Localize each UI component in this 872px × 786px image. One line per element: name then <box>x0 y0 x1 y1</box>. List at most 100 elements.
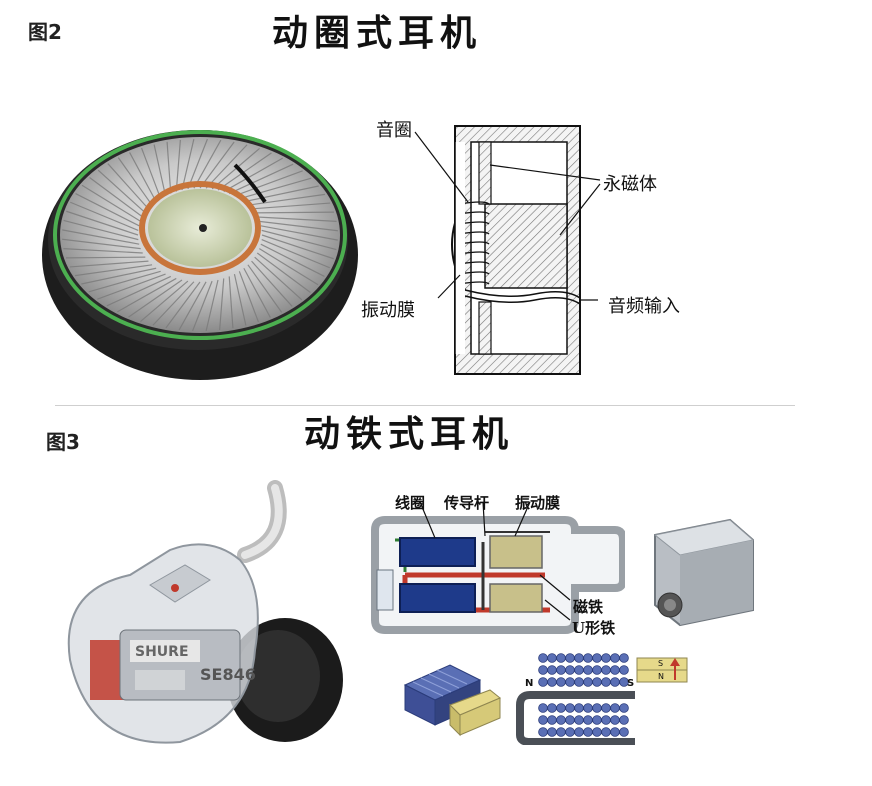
diaphragm-rib <box>251 202 331 210</box>
diaphragm-rib <box>243 185 319 203</box>
diaphragm-rib <box>243 267 271 318</box>
coil-winding-bead <box>574 703 584 713</box>
diaphragm-rib <box>166 141 172 194</box>
diaphragm-rib <box>141 147 162 199</box>
diaphragm-rib <box>259 220 338 232</box>
coil-winding-bead <box>592 677 602 687</box>
diaphragm-rib <box>261 239 330 269</box>
diaphragm-rib <box>152 281 195 326</box>
diaphragm-rib <box>69 260 149 268</box>
balanced-armature-earphone-photo: SHURE SE846 <box>67 480 343 744</box>
coil-winding-bead <box>574 677 584 687</box>
coil-winding-bead <box>601 703 611 713</box>
coil-winding-bead <box>610 665 620 675</box>
coil-winding-bead <box>574 653 584 663</box>
diaphragm-rib <box>62 229 140 245</box>
diaphragm-rib <box>247 264 283 313</box>
diaphragm-rib <box>228 163 294 195</box>
coil-winding-bead <box>592 727 602 737</box>
diaphragm-rib <box>233 273 247 326</box>
coil-winding-bead <box>547 715 557 725</box>
diaphragm-rib <box>257 216 337 222</box>
diaphragm-rib <box>256 252 311 294</box>
coil-winding-bead <box>556 703 566 713</box>
diaphragm-rib <box>128 279 183 318</box>
section-divider <box>55 405 795 406</box>
coil-winding-bead <box>565 715 575 725</box>
coil-winding-bead <box>574 727 584 737</box>
diaphragm-rib <box>140 280 189 323</box>
coil-winding-bead <box>610 727 620 737</box>
coil-winding-bead <box>565 727 575 737</box>
diaphragm-rib <box>181 138 195 191</box>
coil-winding-bead <box>592 653 602 663</box>
magnetic-circuit-schematic: N S S N <box>516 653 688 745</box>
diaphragm-rib <box>175 139 181 192</box>
diaphragm-rib <box>81 267 157 285</box>
diaphragm-rib <box>199 141 235 189</box>
diaphragm-rib <box>178 281 207 331</box>
coil-winding-bead <box>538 677 548 687</box>
diaphragm-rib <box>247 193 326 206</box>
diaphragm-rib <box>260 243 325 277</box>
coil-winding-bead <box>601 727 611 737</box>
diaphragm-rib <box>223 157 284 193</box>
coil-winding-bead <box>556 727 566 737</box>
diaphragm-rib <box>254 256 303 301</box>
coil-winding-bead <box>619 653 629 663</box>
coil-winding-bead <box>547 727 557 737</box>
diaphragm-rib <box>116 277 177 313</box>
coil-winding-bead <box>547 665 557 675</box>
coil-winding-bead <box>556 653 566 663</box>
dynamic-driver-cross-section <box>451 125 581 375</box>
coil-winding-bead <box>583 703 593 713</box>
coil-winding-bead <box>583 653 593 663</box>
coil-winding-bead <box>610 703 620 713</box>
coil-winding-bead <box>601 653 611 663</box>
permanent-magnet-label: 永磁体 <box>603 174 657 195</box>
coil-winding-bead <box>592 715 602 725</box>
diaphragm-rib <box>238 271 259 323</box>
voice-coil-label: 音圈 <box>376 120 412 141</box>
magnet-pole-s: S <box>658 659 663 668</box>
coil-winding-bead <box>574 665 584 675</box>
coil-winding-bead <box>619 715 629 725</box>
dynamic-earphone-title: 动圈式耳机 <box>272 12 483 54</box>
diaphragm-rib <box>205 144 248 189</box>
coil-winding-bead <box>547 653 557 663</box>
magnet-pole-n: N <box>658 672 664 681</box>
coil-winding-bead <box>565 665 575 675</box>
coil-winding-bead <box>538 727 548 737</box>
diaphragm-rib <box>97 273 166 300</box>
coil-winding-bead <box>556 715 566 725</box>
diaphragm-rib <box>259 248 319 286</box>
diaphragm-rib <box>65 256 146 259</box>
diaphragm-rib <box>219 278 225 331</box>
coil-winding-bead <box>565 677 575 687</box>
coil-winding-bead <box>619 665 629 675</box>
diaphragm-rib <box>239 177 312 200</box>
diaphragm-rib <box>153 144 167 197</box>
coil-winding-bead <box>592 703 602 713</box>
diaphragm-rib <box>254 211 335 214</box>
coil-label: 线圈 <box>395 494 426 512</box>
earphone-model-text: SE846 <box>200 665 256 684</box>
balanced-armature-title: 动铁式耳机 <box>304 413 515 455</box>
coil-winding-bead <box>556 665 566 675</box>
coil-block-illustration <box>403 664 501 737</box>
diaphragm-label: 振动膜 <box>361 300 415 321</box>
coil-winding-bead <box>556 677 566 687</box>
balanced-armature-cross-section <box>371 501 625 634</box>
coil-winding-bead <box>601 715 611 725</box>
diaphragm-rib <box>66 210 139 236</box>
earphone-brand-text: SHURE <box>135 644 189 660</box>
coil-winding-bead <box>592 665 602 675</box>
coil-winding-bead <box>601 677 611 687</box>
diaphragm-rib <box>63 248 143 254</box>
coil-winding-bead <box>610 677 620 687</box>
diaphragm-rib <box>187 138 208 190</box>
figure-2-label: 图2 <box>28 20 62 44</box>
pole-s-right: S <box>627 678 634 689</box>
figure-3-label: 图3 <box>46 430 80 454</box>
diaphragm-rib <box>75 193 140 227</box>
